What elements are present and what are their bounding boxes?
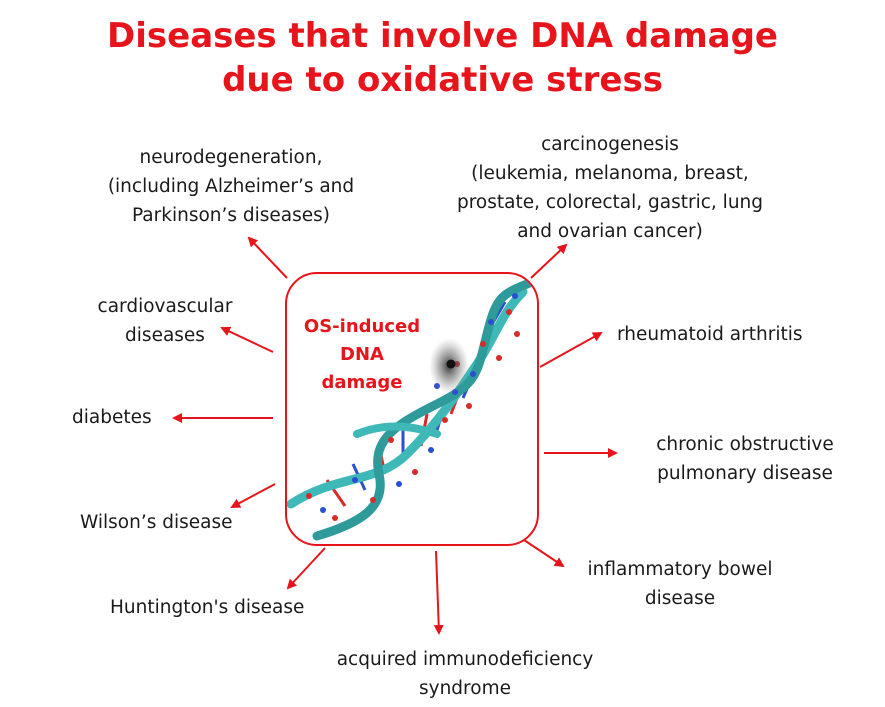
- arrow-ibd: [523, 539, 565, 568]
- center-label-line-1: OS-induced: [303, 316, 421, 337]
- label-copd: chronic obstructive pulmonary disease: [656, 434, 834, 484]
- arrow-carcinogenesis: [530, 243, 568, 279]
- label-huntingtons-disease: Huntington's disease: [110, 597, 305, 618]
- label-wilsons-disease: Wilson’s disease: [80, 512, 233, 533]
- label-aids: acquired immunodeficiency syndrome: [336, 649, 594, 699]
- center-label-line-2: DNA damage: [321, 344, 403, 393]
- arrow-rheumatoid: [539, 332, 603, 368]
- os-dna-damage-box: [285, 272, 539, 546]
- label-carcinogenesis: carcinogenesis (leukemia, melanoma, brea…: [456, 134, 764, 242]
- label-cardiovascular: cardiovascular diseases: [97, 296, 233, 346]
- page-title: Diseases that involve DNA damage due to …: [0, 14, 885, 102]
- arrow-cardiovascular: [220, 326, 274, 353]
- label-neurodegeneration: neurodegeneration, (including Alzheimer’…: [107, 147, 355, 226]
- title-line-2: due to oxidative stress: [222, 60, 663, 100]
- arrow-neurodegeneration: [247, 236, 288, 279]
- dna-helix-image: [287, 275, 537, 541]
- title-line-1: Diseases that involve DNA damage: [107, 16, 778, 56]
- label-rheumatoid-arthritis: rheumatoid arthritis: [617, 324, 803, 345]
- arrow-huntington: [286, 547, 326, 590]
- label-diabetes: diabetes: [72, 407, 152, 428]
- label-inflammatory-bowel-disease: inflammatory bowel disease: [587, 559, 773, 609]
- arrow-aids: [433, 550, 444, 635]
- center-label: OS-induced DNA damage: [297, 313, 427, 397]
- arrow-wilson: [230, 483, 276, 508]
